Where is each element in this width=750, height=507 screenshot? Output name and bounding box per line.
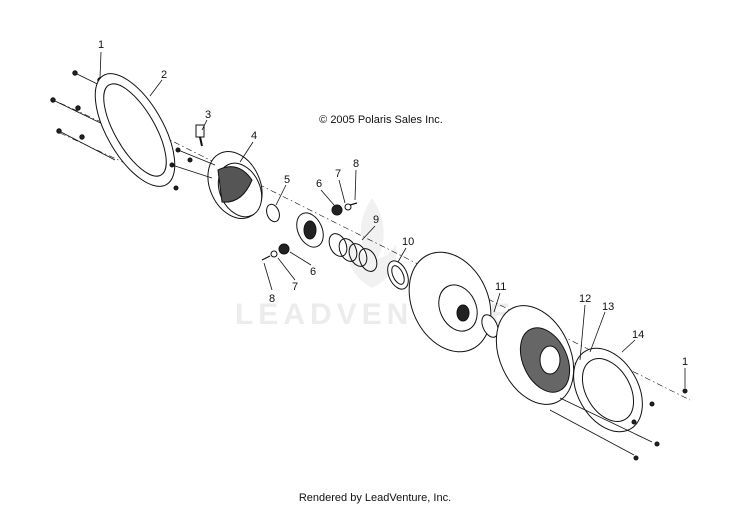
- movable-sheave: [495, 305, 575, 405]
- callout-label: 5: [284, 174, 290, 186]
- callout-label: 9: [373, 214, 379, 226]
- nut-washer-pin-lower: [261, 243, 290, 261]
- callout-label: 2: [161, 69, 167, 81]
- callout-label: 10: [402, 236, 414, 248]
- spring-seat-ring: [387, 260, 409, 290]
- copyright-text: © 2005 Polaris Sales Inc.: [319, 114, 443, 126]
- callout-label: 8: [353, 158, 359, 170]
- callout-label: 6: [316, 178, 322, 190]
- callout-labels: 1 2 3 4 5 6 7 8 9 10 6 7 8 11 12 13 14 1: [98, 39, 688, 368]
- callout-label: 6: [310, 266, 316, 278]
- callout-label: 11: [495, 281, 506, 293]
- callout-label: 8: [269, 293, 275, 305]
- callout-label: 4: [251, 130, 257, 142]
- callout-label: 7: [335, 168, 341, 180]
- footer-credit: Rendered by LeadVenture, Inc.: [299, 492, 451, 504]
- callout-label: 14: [632, 329, 644, 341]
- rear-gasket-ring: [573, 347, 643, 433]
- callout-label: 3: [205, 109, 211, 121]
- central-hub: [296, 212, 324, 248]
- watermark-logo-icon: [347, 198, 397, 288]
- bushing: [266, 203, 280, 223]
- screw: [195, 124, 205, 147]
- callout-label: 13: [602, 301, 614, 313]
- callout-leaders: [99, 51, 686, 388]
- stationary-sheave: [408, 251, 492, 353]
- callout-label: 1: [682, 356, 688, 368]
- driven-housing: [169, 147, 263, 219]
- callout-label: 1: [98, 39, 104, 51]
- thrust-washer: [481, 314, 499, 338]
- bolt-group-right: [549, 388, 688, 461]
- callout-label: 7: [292, 281, 298, 293]
- nut-washer-pin-upper: [331, 202, 358, 216]
- gasket-ring: [94, 73, 176, 187]
- callout-label: 12: [579, 293, 591, 305]
- spring: [328, 233, 378, 272]
